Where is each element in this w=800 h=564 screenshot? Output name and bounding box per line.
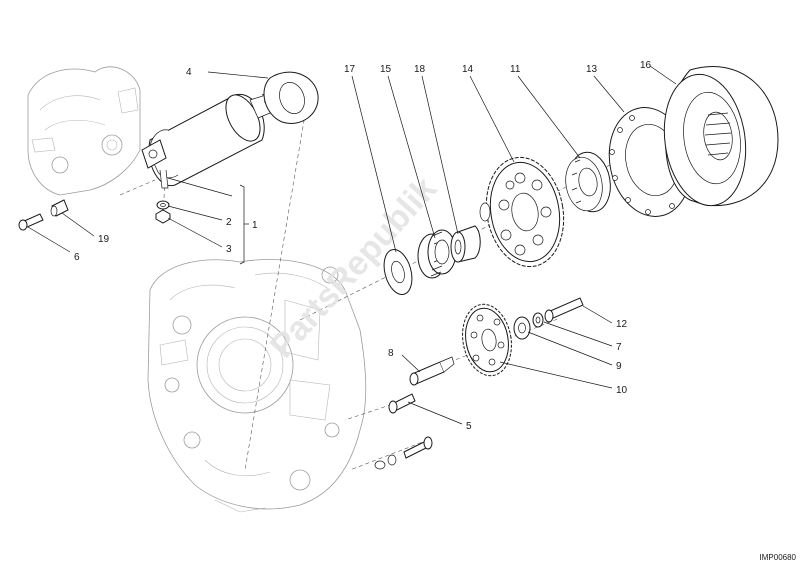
callout-3: 3 [226,244,232,255]
callout-19: 19 [98,234,110,245]
flywheel-16 [663,66,779,207]
callout-14: 14 [462,64,474,75]
callout-15: 15 [380,64,392,75]
needle-bearing-15 [417,229,457,279]
screw-6 [18,213,44,231]
shaft-8 [409,356,455,386]
callout-13: 13 [586,64,598,75]
callout-10: 10 [616,385,628,396]
callout-12: 12 [616,319,628,330]
freewheel-11 [565,151,611,213]
callout-labels: 4 2 3 1 19 6 17 15 18 14 11 13 16 12 7 9… [74,60,652,432]
gear-14 [479,156,565,268]
callout-7: 7 [616,342,622,353]
washer-17 [383,249,413,295]
callout-6: 6 [74,252,80,263]
nut-3 [155,209,171,224]
screw-12 [544,297,584,323]
callout-11: 11 [510,64,521,75]
callout-8: 8 [388,348,394,359]
washer-9 [513,316,531,340]
gear-10 [462,303,512,377]
callout-9: 9 [616,361,622,372]
callout-18: 18 [414,64,426,75]
washer-7 [532,312,544,328]
reference-code: IMP00680 [760,553,797,562]
engine-case-upper-ghost [27,66,141,196]
watermark: PartsRepublik [263,170,444,365]
screw-5 [388,393,416,414]
engine-case-main-ghost [147,259,367,513]
bottom-screw [374,436,433,470]
spacer-19 [50,199,69,217]
callout-1: 1 [252,220,258,231]
bushing-18 [450,225,481,263]
callout-4: 4 [186,67,192,78]
washer-2 [156,200,170,210]
callout-17: 17 [344,64,356,75]
leader-lines [27,65,677,425]
gasket-4 [263,71,319,124]
callout-16: 16 [640,60,652,71]
callout-2: 2 [226,217,232,228]
callout-5: 5 [466,421,472,432]
